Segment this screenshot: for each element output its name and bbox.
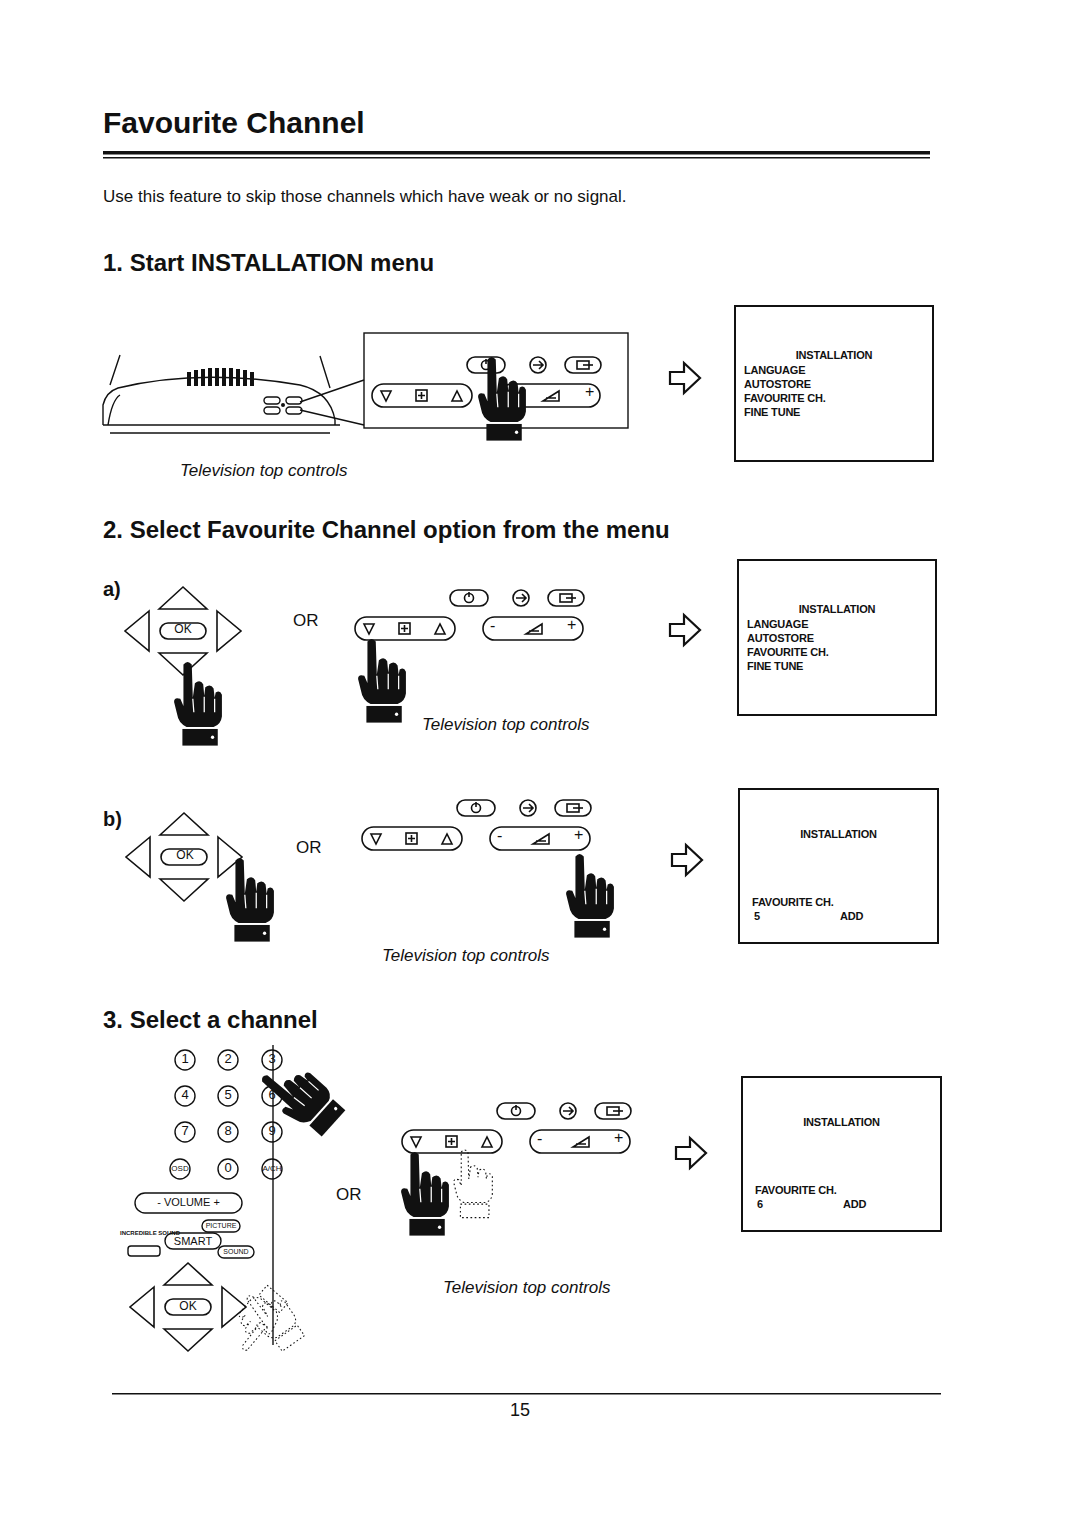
- button-label: 8: [218, 1124, 238, 1139]
- button-label: SMART: [165, 1235, 221, 1248]
- button-label: 5: [218, 1088, 238, 1103]
- button-label: 9: [262, 1124, 282, 1139]
- menu-item: AUTOSTORE: [744, 378, 811, 390]
- menu-item: FAVOURITE CH.: [755, 1184, 837, 1196]
- menu-item: LANGUAGE: [744, 364, 805, 376]
- menu-item: LANGUAGE: [747, 618, 808, 630]
- button-sign: +: [585, 383, 594, 401]
- button-label: 3: [262, 1052, 282, 1067]
- substep-letter: a): [103, 578, 121, 601]
- menu-item: AUTOSTORE: [747, 632, 814, 644]
- screen-display: INSTALLATION FAVOURITE CH. 5 ADD: [738, 788, 939, 944]
- menu-item: ADD: [840, 910, 863, 922]
- button-label: 2: [218, 1052, 238, 1067]
- intro-text: Use this feature to skip those channels …: [103, 187, 627, 207]
- button-sign: -: [497, 827, 502, 845]
- menu-item: FINE TUNE: [744, 406, 800, 418]
- button-label: OSD: [168, 1164, 192, 1173]
- button-label: OK: [162, 849, 208, 863]
- caption: Television top controls: [382, 946, 550, 966]
- or-text: OR: [296, 838, 322, 858]
- menu-title: INSTALLATION: [743, 1116, 940, 1128]
- button-label: SOUND: [218, 1248, 254, 1256]
- page-title: Favourite Channel: [103, 106, 365, 141]
- button-sign: +: [567, 616, 576, 634]
- step-heading: 3. Select a channel: [103, 1006, 318, 1034]
- substep-letter: b): [103, 808, 122, 831]
- button-sign: -: [490, 617, 495, 635]
- button-label: +: [614, 1129, 623, 1147]
- caption: Television top controls: [443, 1278, 611, 1298]
- menu-item: FAVOURITE CH.: [747, 646, 829, 658]
- or-text: OR: [336, 1185, 362, 1205]
- button-label: A/CH: [260, 1164, 284, 1173]
- menu-title: INSTALLATION: [740, 828, 937, 840]
- menu-item: FINE TUNE: [747, 660, 803, 672]
- screen-display: INSTALLATION LANGUAGE AUTOSTORE FAVOURITE C…: [734, 305, 934, 462]
- button-label: 0: [218, 1161, 238, 1176]
- menu-title: INSTALLATION: [736, 349, 932, 361]
- screen-display: INSTALLATION FAVOURITE CH. 6 ADD: [741, 1076, 942, 1232]
- button-sign: +: [574, 826, 583, 844]
- button-label: OK: [160, 623, 206, 637]
- button-label: -: [537, 1130, 542, 1148]
- button-label: OK: [165, 1300, 211, 1314]
- step-heading: 2. Select Favourite Channel option from …: [103, 516, 670, 544]
- menu-item: FAVOURITE CH.: [752, 896, 834, 908]
- button-label: PICTURE: [202, 1222, 240, 1230]
- or-text: OR: [293, 611, 319, 631]
- button-label: 4: [175, 1088, 195, 1103]
- caption: Television top controls: [180, 461, 348, 481]
- menu-item: FAVOURITE CH.: [744, 392, 826, 404]
- screen-display: INSTALLATION LANGUAGE AUTOSTORE FAVOURITE C…: [737, 559, 937, 716]
- menu-item: ADD: [843, 1198, 866, 1210]
- button-label: - VOLUME +: [135, 1196, 242, 1209]
- button-label: 7: [175, 1124, 195, 1139]
- menu-item: 6: [757, 1198, 763, 1210]
- button-label: INCREDIBLE SOUND: [120, 1230, 168, 1237]
- menu-title: INSTALLATION: [739, 603, 935, 615]
- button-label: 6: [262, 1088, 282, 1103]
- caption: Television top controls: [422, 715, 590, 735]
- menu-item: 5: [754, 910, 760, 922]
- step-heading: 1. Start INSTALLATION menu: [103, 249, 434, 277]
- page-number: 15: [508, 1400, 532, 1421]
- button-label: 1: [175, 1052, 195, 1067]
